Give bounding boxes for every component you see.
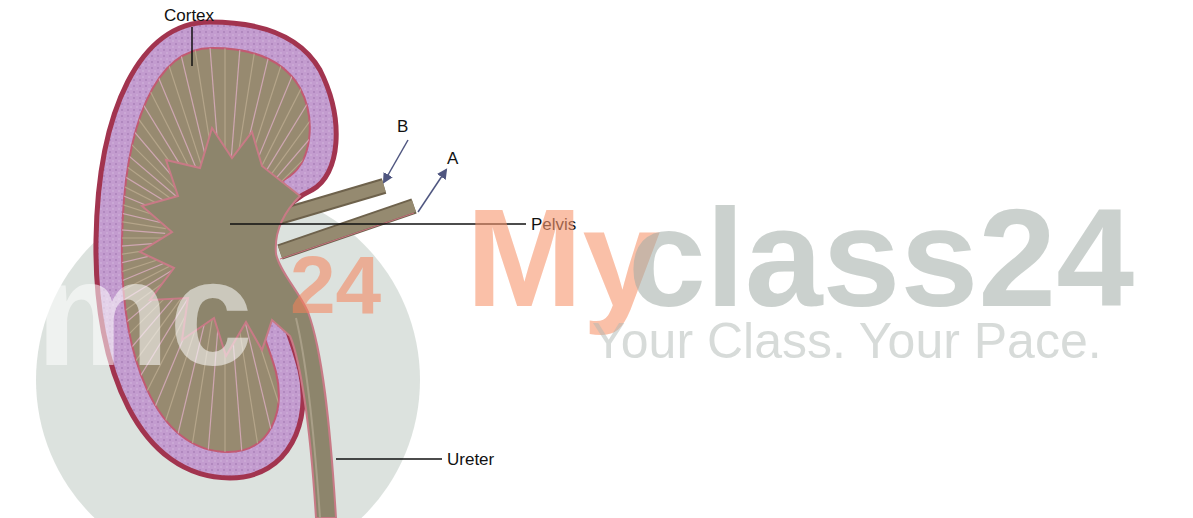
- pyramid-stripe: [20, 113, 173, 207]
- medullary-pyramids: [0, 0, 465, 478]
- watermark-text: class24: [628, 188, 1134, 328]
- pyramid-stripe: [271, 82, 408, 199]
- callout-letter: A: [447, 150, 458, 167]
- watermark-logo: 24: [290, 244, 381, 326]
- pyramid-stripe: [116, 24, 198, 184]
- pyramid-stripe: [55, 68, 182, 195]
- pyramid-stripe: [285, 219, 464, 233]
- callout-letter: B: [397, 118, 408, 135]
- pyramid-stripe: [278, 129, 438, 211]
- flow-arrow: [418, 170, 446, 212]
- pyramid-stripe: [283, 182, 458, 224]
- pyramid-stripe: [276, 113, 429, 207]
- pyramid-stripe: [11, 129, 171, 211]
- part-label: Ureter: [447, 451, 494, 468]
- pyramid-stripe: [252, 24, 334, 184]
- pyramid-stripe: [285, 237, 465, 238]
- pyramid-stripe: [260, 44, 366, 190]
- pyramid-stripe: [31, 97, 177, 203]
- leader-line: [336, 458, 442, 460]
- pyramid-stripe: [282, 164, 453, 220]
- pyramid-stripe: [264, 56, 381, 193]
- pyramid-stripe: [43, 82, 180, 199]
- flow-arrow: [384, 140, 408, 182]
- pyramid-stripe: [274, 97, 420, 203]
- pyramid-stripe: [267, 68, 394, 195]
- leader-line: [191, 27, 193, 66]
- pyramid-stripe: [0, 219, 165, 233]
- pyramid-stripe: [256, 33, 350, 186]
- part-label: Cortex: [164, 7, 214, 24]
- pyramid-stripe: [280, 146, 446, 215]
- pyramid-stripe: [151, 10, 207, 181]
- watermark-logo: mc: [36, 238, 253, 388]
- pyramid-stripe: [69, 56, 186, 193]
- pyramid-stripe: [0, 200, 166, 228]
- watermark-text: Your Class. Your Pace.: [592, 316, 1102, 366]
- pyramid-stripe: [0, 164, 168, 220]
- ureter-highlight: [296, 318, 320, 518]
